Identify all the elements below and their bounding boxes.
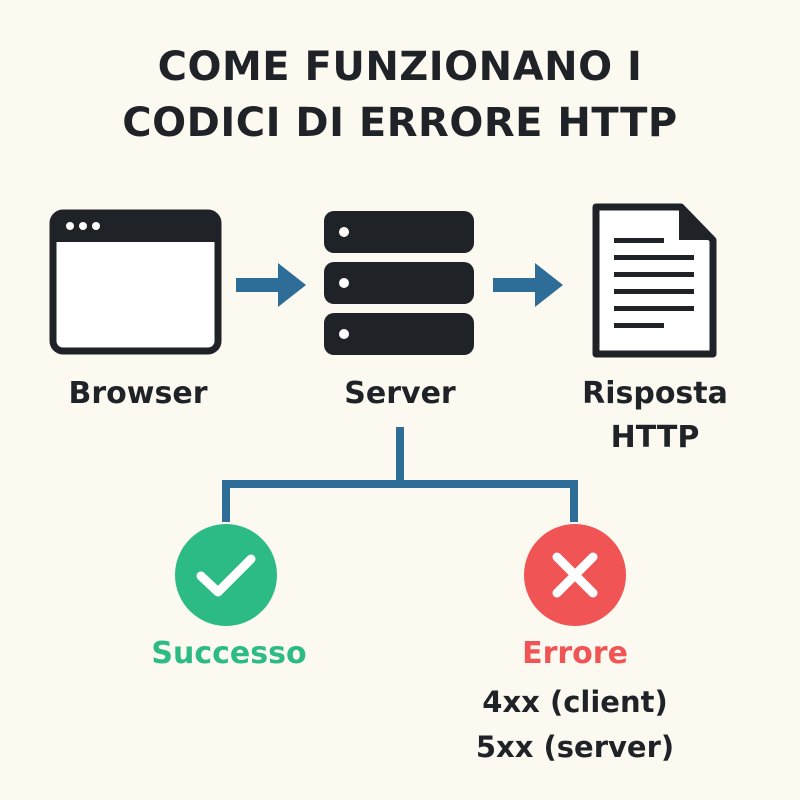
arrow-server-to-response <box>493 263 563 307</box>
response-label-line-2: HTTP <box>611 420 700 455</box>
checkmark-icon <box>196 554 256 597</box>
title-line-1: COME FUNZIONANO I <box>158 44 643 90</box>
error-label: Errore <box>522 636 628 671</box>
document-icon <box>592 203 717 358</box>
error-indicator <box>524 524 626 626</box>
browser-label: Browser <box>69 376 208 411</box>
success-indicator <box>175 524 277 626</box>
error-detail-4xx: 4xx (client) <box>482 685 667 719</box>
response-label-line-1: Risposta <box>582 376 728 411</box>
success-label: Successo <box>151 636 306 671</box>
cross-icon <box>552 552 598 598</box>
title-line-2: CODICI DI ERRORE HTTP <box>122 100 677 146</box>
server-stack-icon <box>324 211 474 355</box>
branch-connector <box>222 427 578 522</box>
server-label: Server <box>344 376 456 411</box>
arrow-browser-to-server <box>236 263 306 307</box>
error-detail-5xx: 5xx (server) <box>476 730 674 764</box>
browser-window-icon <box>49 209 222 355</box>
